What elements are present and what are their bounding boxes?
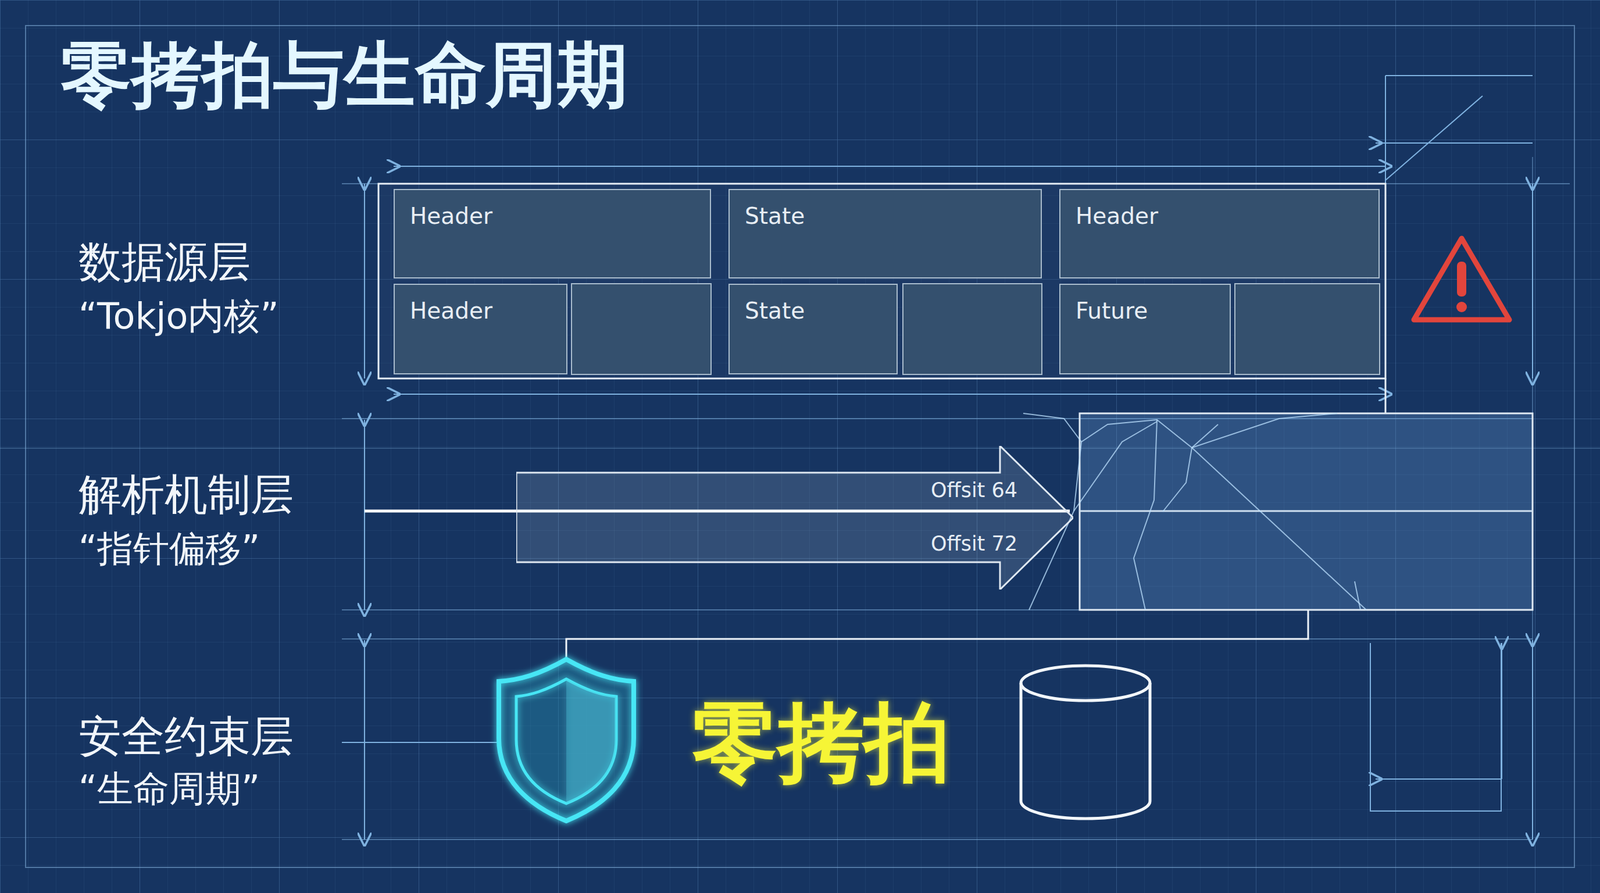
layer-subtitle: “Tokjo内核” <box>78 295 280 337</box>
memory-panel <box>1023 413 1533 610</box>
cell-label: Future <box>1075 297 1148 324</box>
offset-label: Offsit 64 <box>930 478 1018 502</box>
memory-cell: Header <box>1059 188 1380 279</box>
arrow-outline <box>516 445 1074 590</box>
dimension-lines <box>341 75 1533 840</box>
memory-cell: Header <box>393 283 568 375</box>
lifetime-leader <box>566 609 1309 662</box>
memory-cell: State <box>728 283 898 375</box>
arrow-shape <box>516 445 1074 590</box>
layer-name: 安全约束层 <box>78 711 294 762</box>
memory-cell: Future <box>1059 283 1231 375</box>
cell-label: Header <box>409 202 493 230</box>
database-cylinder <box>1020 665 1150 819</box>
cell-label: Header <box>409 297 493 324</box>
frame-leader <box>1384 378 1387 414</box>
cell-label: Header <box>1075 202 1159 230</box>
cell-label: State <box>744 297 805 324</box>
offset-arrow: Offsit 64 Offsit 72 <box>516 445 1074 590</box>
offset-label: Offsit 72 <box>930 531 1018 556</box>
layer-name: 解析机制层 <box>78 469 294 520</box>
highlight-text: 零拷拍 <box>691 693 950 792</box>
layer-lines <box>0 183 1600 840</box>
memory-cell: State <box>728 188 1042 279</box>
layer-subtitle: “指针偏移” <box>78 527 260 570</box>
cell-label: State <box>744 202 805 230</box>
layer-name: 数据源层 <box>78 237 251 287</box>
layer-subtitle: “生命周期” <box>78 768 260 810</box>
page-frame <box>25 25 1575 868</box>
empty-cells <box>571 283 1380 375</box>
memory-cell: Header <box>393 188 712 279</box>
memory-frame <box>378 183 1386 379</box>
shield-icon <box>498 659 634 821</box>
title: 零拷拍与生命周期 <box>60 36 628 114</box>
warning-icon <box>1413 238 1510 320</box>
